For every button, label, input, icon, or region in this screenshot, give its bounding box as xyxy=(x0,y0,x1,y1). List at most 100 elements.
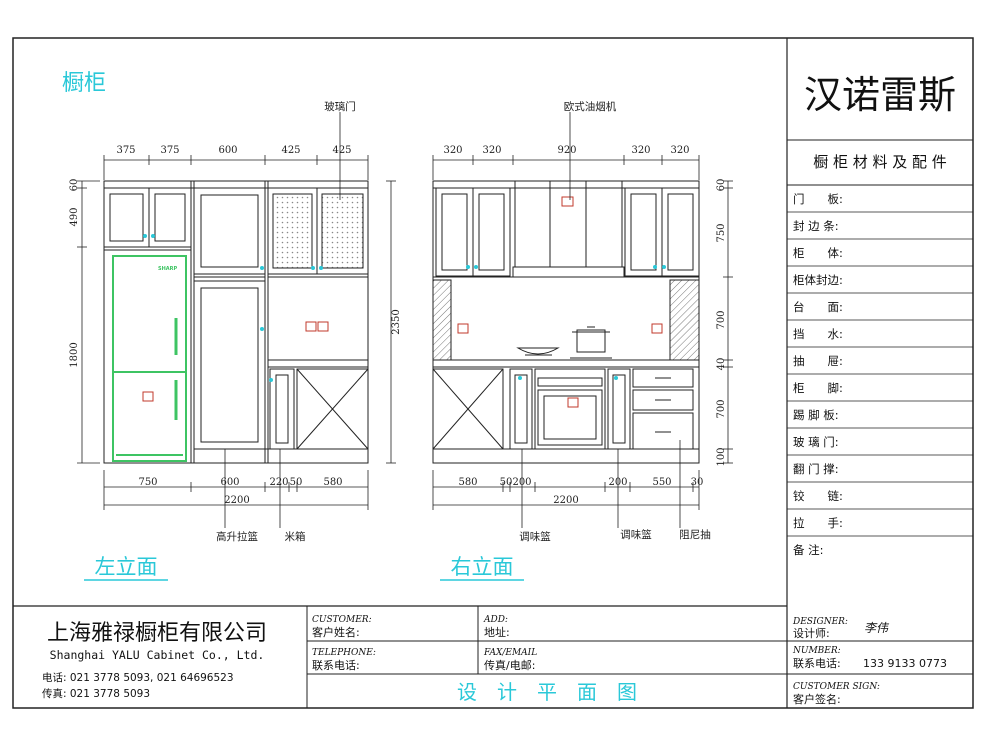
right-top-dims: 320 320 920 320 320 xyxy=(443,145,689,156)
customer-label-en: CUSTOMER: xyxy=(312,615,372,625)
side-panel-hatch xyxy=(432,279,452,361)
designer-fields: DESIGNER: 设计师: 李伟 NUMBER: 联系电话: 133 9133… xyxy=(792,617,947,706)
fridge-brand: SHARP xyxy=(158,266,178,272)
dim-label: 375 xyxy=(160,145,179,156)
right-elevation xyxy=(432,180,700,464)
right-view-label: 右立面 xyxy=(451,555,514,579)
dim-label: 220 xyxy=(269,477,288,488)
telephone-label-en: TELEPHONE: xyxy=(312,648,376,658)
designer-label-cn: 设计师: xyxy=(793,627,830,640)
fax-label-cn: 传真/电邮: xyxy=(484,658,535,672)
dim-label: 580 xyxy=(323,477,342,488)
left-side-dims: 60 490 1800 2350 xyxy=(69,179,402,368)
outlet-icon xyxy=(567,397,579,408)
dim-total: 2200 xyxy=(224,495,249,506)
glass-door-2 xyxy=(316,187,369,275)
tall-pullout-door xyxy=(193,280,266,450)
brand-name: 汉诺雷斯 xyxy=(804,73,956,117)
dim-label: 320 xyxy=(482,145,501,156)
company-fax: 传真: 021 3778 5093 xyxy=(42,687,150,700)
callout-tall-pullout: 高升拉篮 xyxy=(216,530,258,543)
right-outlets xyxy=(457,196,663,408)
dim-label: 60 xyxy=(69,179,80,192)
dim-label: 320 xyxy=(631,145,650,156)
wok-icon xyxy=(516,347,560,355)
material-field-label: 抽 屉: xyxy=(793,354,843,368)
fax-label-en: FAX/EMAIL xyxy=(483,648,537,658)
range-hood xyxy=(512,266,625,278)
left-elevation xyxy=(103,180,369,464)
material-field-label: 台 面: xyxy=(793,300,843,314)
tall-upper-door xyxy=(193,187,266,275)
dim-label: 320 xyxy=(670,145,689,156)
spice-basket-door-1 xyxy=(509,368,533,450)
drawer-handles xyxy=(655,377,671,433)
oven-cabinet xyxy=(534,368,606,450)
dim-label: 100 xyxy=(716,447,727,466)
dim-label: 30 xyxy=(691,477,704,488)
left-outlets xyxy=(142,321,329,402)
dim-label: 60 xyxy=(716,179,727,192)
dim-label: 425 xyxy=(281,145,300,156)
range-hood-cover xyxy=(514,180,623,268)
right-callout-leaders xyxy=(521,112,681,528)
outlet-icon xyxy=(457,323,469,334)
drawer-1 xyxy=(632,368,694,388)
company-name-en: Shanghai YALU Cabinet Co., Ltd. xyxy=(50,648,265,662)
left-callouts: 玻璃门 高升拉篮 米箱 xyxy=(216,100,356,543)
materials-subtitle: 橱 柜 材 料 及 配 件 xyxy=(813,153,947,171)
outlet-icon xyxy=(317,321,329,332)
left-outline xyxy=(103,180,369,464)
company-name-cn: 上海雅禄橱柜有限公司 xyxy=(47,621,267,646)
material-field-label: 翻 门 撑: xyxy=(793,462,839,476)
left-upper-door-1 xyxy=(103,187,150,248)
outlet-icon xyxy=(561,196,574,207)
left-view-label: 左立面 xyxy=(95,555,158,579)
material-field-label: 挡 水: xyxy=(793,327,843,341)
sign-label-cn: 客户签名: xyxy=(793,692,841,706)
dim-label: 490 xyxy=(69,207,80,226)
telephone-label-cn: 联系电话: xyxy=(312,659,360,672)
address-label-cn: 地址: xyxy=(484,625,510,639)
dim-label: 600 xyxy=(218,145,237,156)
drawer-2 xyxy=(632,389,694,411)
dim-label: 50 xyxy=(500,477,513,488)
dim-label: 375 xyxy=(116,145,135,156)
left-handle-marks xyxy=(143,234,323,382)
dim-total: 2200 xyxy=(553,495,578,506)
dim-label: 600 xyxy=(220,477,239,488)
number-label-en: NUMBER: xyxy=(792,646,841,656)
right-dimension-lines xyxy=(432,155,733,510)
dim-label: 750 xyxy=(716,223,727,242)
right-callouts: 欧式油烟机 调味篮 调味篮 阻尼抽 xyxy=(519,100,711,543)
callout-spice-basket-1: 调味篮 xyxy=(519,530,551,543)
material-field-label: 备 注: xyxy=(793,543,824,557)
right-upper-door-4 xyxy=(661,187,700,277)
section-title: 橱柜 xyxy=(62,71,106,96)
right-upper-door-2 xyxy=(472,187,511,277)
dim-label: 700 xyxy=(716,310,727,329)
left-top-dims: 375 375 600 425 425 xyxy=(116,145,351,156)
number-label-cn: 联系电话: xyxy=(793,657,841,670)
customer-fields: CUSTOMER: 客户姓名: TELEPHONE: 联系电话: ADD: 地址… xyxy=(312,615,637,704)
dim-label: 750 xyxy=(138,477,157,488)
company-tel: 电话: 021 3778 5093, 021 64696523 xyxy=(42,671,234,684)
sheet-border xyxy=(12,37,974,709)
plan-title: 设 计 平 面 图 xyxy=(457,680,637,704)
side-panel: 汉诺雷斯 橱 柜 材 料 及 配 件 门 板:封 边 条:柜 体:柜体封边:台 … xyxy=(787,73,973,557)
material-field-label: 封 边 条: xyxy=(793,219,839,233)
material-field-label: 铰 链: xyxy=(793,489,843,503)
dim-label: 580 xyxy=(458,477,477,488)
callout-rice-box: 米箱 xyxy=(285,530,306,543)
customer-label-cn: 客户姓名: xyxy=(312,625,360,639)
dim-label: 50 xyxy=(290,477,303,488)
dim-label: 920 xyxy=(557,145,576,156)
callout-damper-drawer: 阻尼抽 xyxy=(679,528,711,541)
left-bottom-dims: 750 600 220 50 580 2200 xyxy=(138,477,342,506)
material-field-label: 拉 手: xyxy=(793,516,843,530)
designer-label-en: DESIGNER: xyxy=(792,617,848,627)
dim-label: 550 xyxy=(652,477,671,488)
callout-glass-door: 玻璃门 xyxy=(324,100,356,113)
number-value: 133 9133 0773 xyxy=(863,657,947,670)
